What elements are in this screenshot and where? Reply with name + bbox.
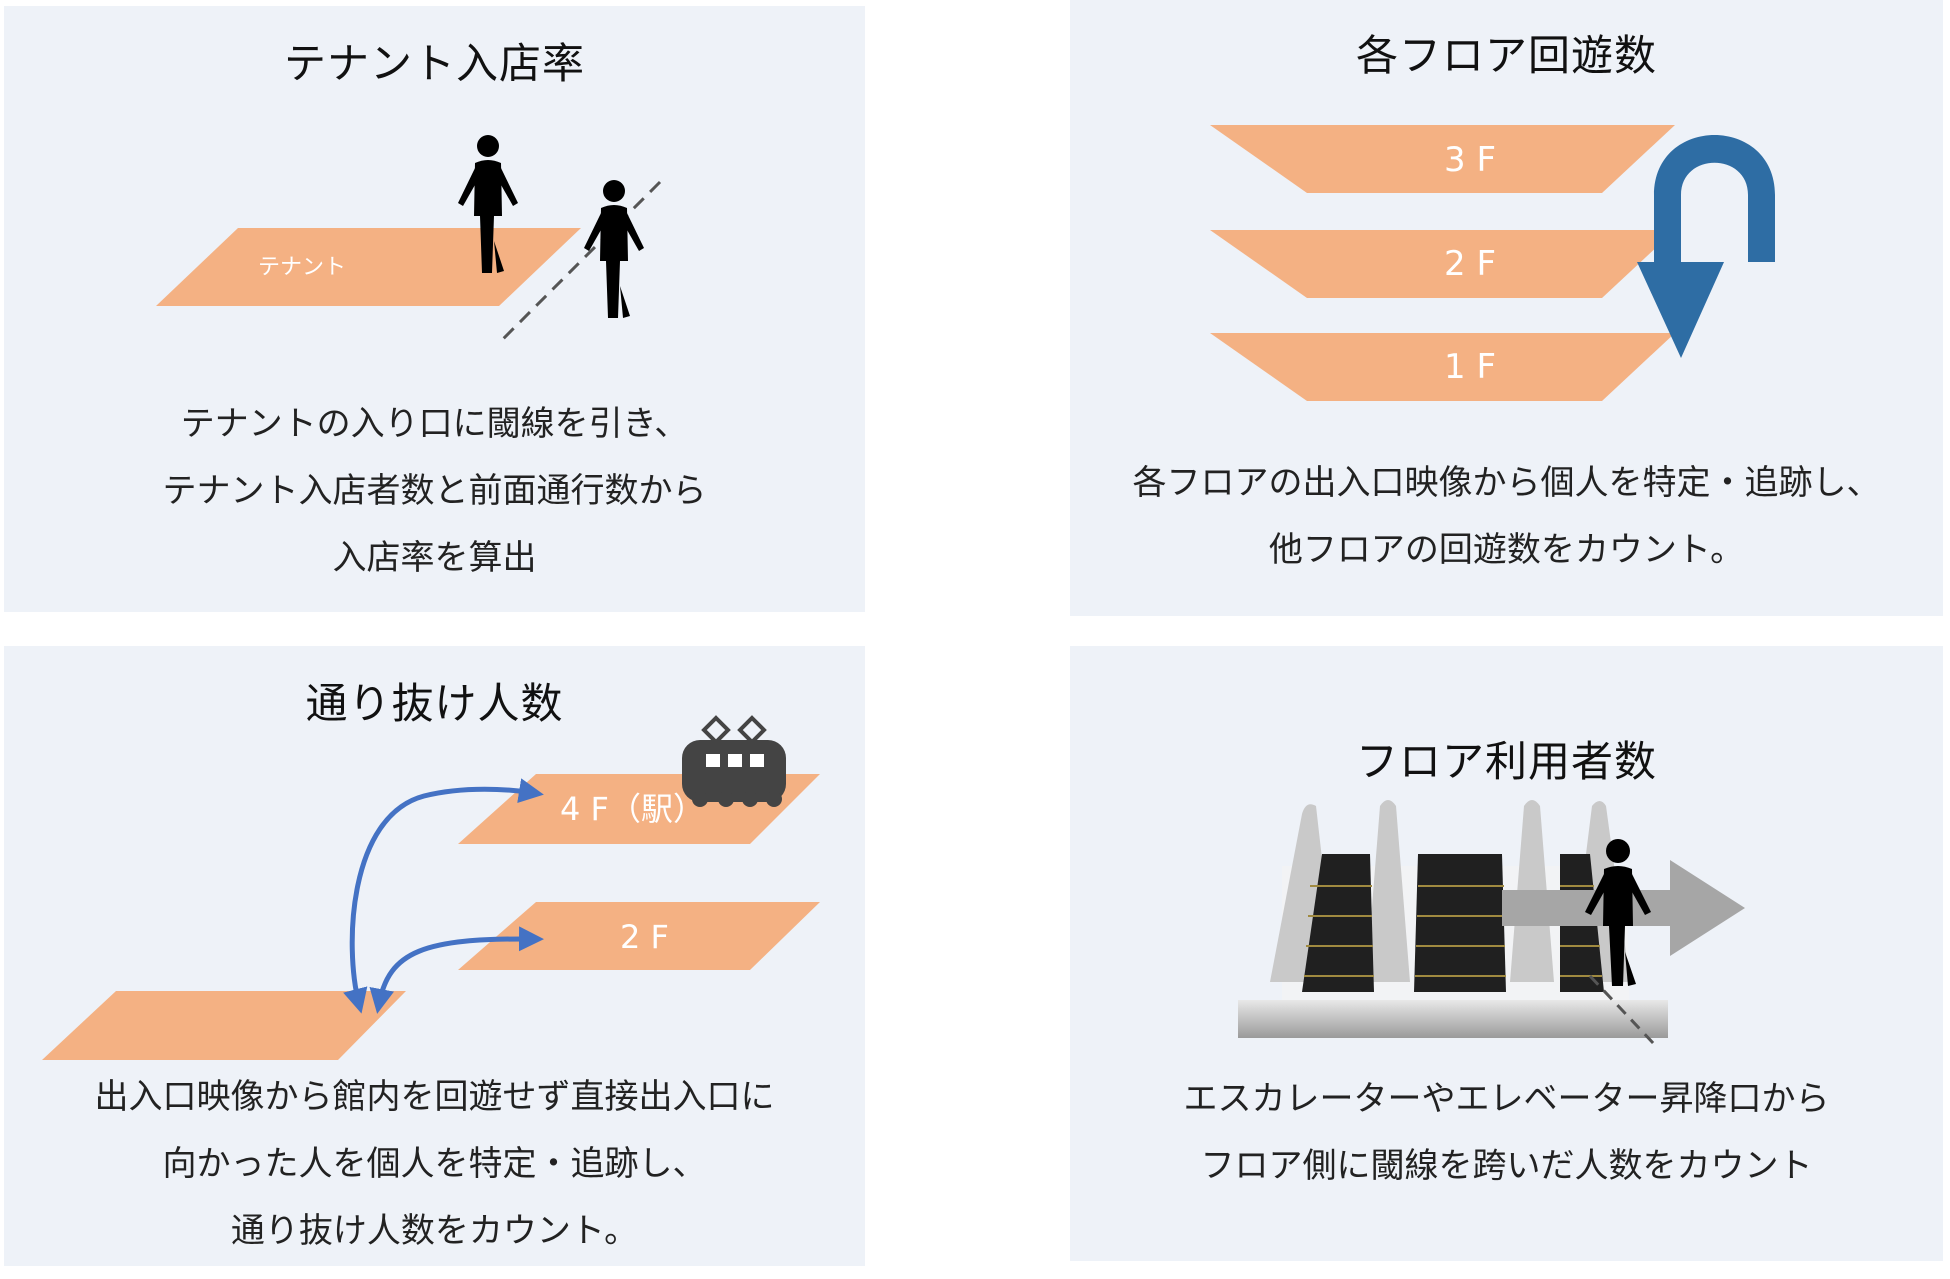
tenant-floor-label: テナント	[258, 255, 346, 280]
panel-description: 出入口映像から館内を回遊せず直接出入口に 向かった人を個人を特定・追跡し、 通り…	[4, 1064, 865, 1265]
floor-2f-shape	[1210, 230, 1675, 298]
floor-1f-shape	[1210, 333, 1675, 401]
tenant-floor	[156, 228, 581, 306]
description-line: 入店率を算出	[4, 525, 865, 592]
panel-floor-circulation: 各フロア回遊数 3 F 2 F 1 F 各フロアの出入口映像から個人を特定・追跡…	[1070, 0, 1943, 616]
floor-3f-shape	[1210, 125, 1675, 193]
description-line: 各フロアの出入口映像から個人を特定・追跡し、	[1070, 450, 1943, 517]
description-line: テナント入店者数と前面通行数から	[4, 458, 865, 525]
floor-ground	[42, 991, 406, 1060]
floor-label: 3 F	[1444, 140, 1496, 180]
floor-label: 2 F	[1444, 244, 1496, 284]
description-line: 通り抜け人数をカウント。	[4, 1198, 865, 1265]
floor-label: 2 F	[620, 918, 669, 956]
panel-tenant-entry-rate: テナント入店率 テナント テナントの入り口に閾線を引き、 テナント入店者数と前面…	[4, 6, 865, 612]
panel-floor-users: フロア利用者数	[1070, 646, 1943, 1261]
description-line: テナントの入り口に閾線を引き、	[4, 391, 865, 458]
description-line: フロア側に閾線を跨いだ人数をカウント	[1070, 1133, 1943, 1200]
description-line: 他フロアの回遊数をカウント。	[1070, 517, 1943, 584]
description-line: 出入口映像から館内を回遊せず直接出入口に	[4, 1064, 865, 1131]
train-icon	[682, 718, 786, 807]
u-turn-arrow-icon	[1637, 135, 1775, 358]
panel-pass-through: 通り抜け人数 4 F（駅） 2 F 出入口映像から館内を回遊せず直接出入口に	[4, 646, 865, 1266]
description-line: エスカレーターやエレベーター昇降口から	[1070, 1066, 1943, 1133]
description-line: 向かった人を個人を特定・追跡し、	[4, 1131, 865, 1198]
panel-description: エスカレーターやエレベーター昇降口から フロア側に閾線を跨いだ人数をカウント	[1070, 1066, 1943, 1200]
panel-description: テナントの入り口に閾線を引き、 テナント入店者数と前面通行数から 入店率を算出	[4, 391, 865, 592]
floor-label: 1 F	[1444, 347, 1496, 387]
floor-label: 4 F（駅）	[560, 790, 705, 828]
panel-description: 各フロアの出入口映像から個人を特定・追跡し、 他フロアの回遊数をカウント。	[1070, 450, 1943, 584]
